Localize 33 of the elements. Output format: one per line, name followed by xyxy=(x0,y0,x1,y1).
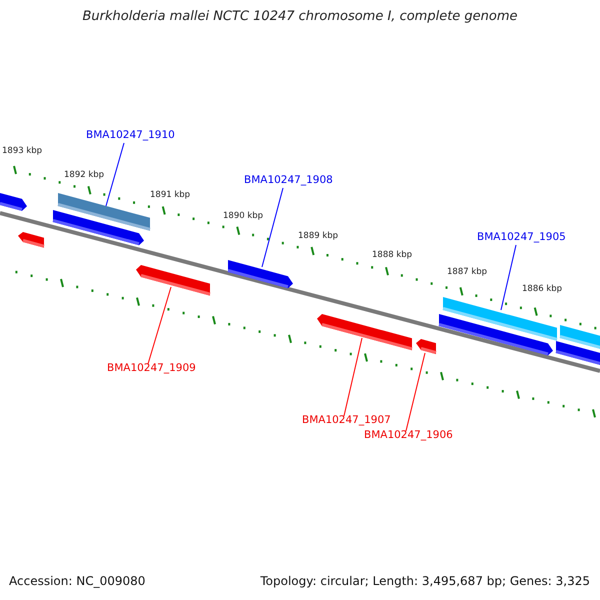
leader-line xyxy=(262,188,284,268)
scale-label: 1888 kbp xyxy=(372,251,412,260)
gene-band xyxy=(560,325,600,349)
gene-band xyxy=(58,193,150,231)
gene-label: BMA10247_1910 xyxy=(86,130,175,142)
leader-line xyxy=(344,338,362,416)
gene-label: BMA10247_1908 xyxy=(244,175,333,187)
gene-label: BMA10247_1907 xyxy=(302,415,391,427)
gene-block xyxy=(0,193,27,211)
scale-label: 1889 kbp xyxy=(298,232,338,242)
scale-label: 1886 kbp xyxy=(522,285,562,294)
genome-info: Topology: circular; Length: 3,495,687 bp; Genes: 3,325 xyxy=(260,575,590,588)
leader-line xyxy=(148,286,172,364)
gene-block xyxy=(416,339,436,354)
scale-label: 1887 kbp xyxy=(447,268,488,278)
leader-line xyxy=(406,352,426,432)
leader-line xyxy=(500,244,516,310)
gene-block xyxy=(317,314,412,350)
leader-line xyxy=(106,142,124,206)
accession-note: Accession: NC_009080 xyxy=(9,575,146,588)
scale-label: 1891 kbp xyxy=(150,191,190,200)
gene-block xyxy=(228,260,293,288)
gene-band xyxy=(556,341,600,365)
scale-label: 1893 kbp xyxy=(2,147,42,156)
gene-label: BMA10247_1906 xyxy=(364,430,453,442)
gene-label: BMA10247_1909 xyxy=(107,363,196,375)
gene-block xyxy=(136,265,210,296)
scale-label: 1892 kbp xyxy=(64,171,104,180)
diagram-title: Burkholderia mallei NCTC 10247 chromosome I, complete genome xyxy=(82,10,518,24)
gene-label: BMA10247_1905 xyxy=(477,232,566,244)
scale-label: 1890 kbp xyxy=(223,212,264,222)
gene-block xyxy=(18,232,44,248)
gene-band xyxy=(442,297,558,341)
